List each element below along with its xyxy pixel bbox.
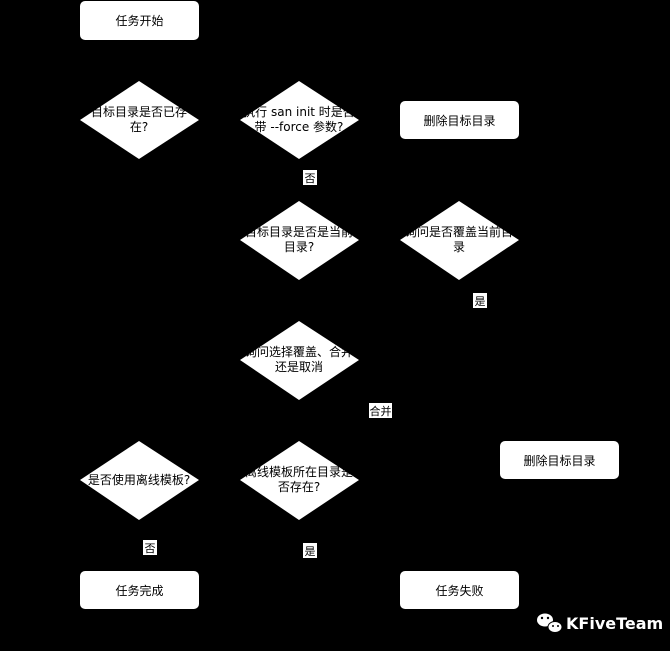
target-exists-line-1: 目标目录是否已存 — [91, 105, 187, 119]
edge-label-merge: 合并 — [369, 403, 392, 418]
force-flag-line-1: 执行 san init 时是否 — [243, 105, 355, 119]
offline-exists-decision: 离线模板所在目录是 否存在? — [240, 441, 359, 520]
svg-text:否: 否 — [305, 172, 316, 185]
use-offline-decision: 是否使用离线模板? — [80, 441, 199, 520]
svg-text:合并: 合并 — [370, 404, 392, 418]
is-current-dir-decision: 目标目录是否是当前 目录? — [240, 201, 359, 280]
fail-label: 任务失败 — [435, 583, 483, 598]
delete-dir-label-1: 删除目标目录 — [423, 113, 495, 128]
svg-text:是: 是 — [475, 295, 486, 308]
ask-overwrite-decision: 询问是否覆盖当前目 录 — [400, 201, 519, 280]
ask-choice-line-1: 询问选择覆盖、合并 — [245, 344, 353, 359]
fail-node: 任务失败 — [400, 571, 519, 609]
ask-overwrite-line-2: 录 — [453, 240, 465, 254]
done-node: 任务完成 — [80, 571, 199, 609]
edge-label-no-2: 否 — [143, 540, 157, 555]
delete-dir-label-2: 删除目标目录 — [523, 453, 595, 468]
watermark-text: KFiveTeam — [566, 614, 663, 633]
delete-dir-node-1: 删除目标目录 — [400, 101, 519, 139]
offline-exists-line-1: 离线模板所在目录是 — [245, 464, 353, 479]
force-flag-decision: 执行 san init 时是否 带 --force 参数? — [240, 81, 359, 159]
use-offline-label: 是否使用离线模板? — [88, 472, 190, 487]
svg-text:是: 是 — [305, 545, 316, 558]
target-exists-decision: 目标目录是否已存 在? — [80, 81, 199, 159]
ask-choice-decision: 询问选择覆盖、合并 还是取消 — [240, 321, 359, 400]
start-label: 任务开始 — [115, 13, 163, 28]
svg-text:否: 否 — [145, 542, 156, 555]
is-current-dir-line-1: 目标目录是否是当前 — [245, 224, 353, 239]
edge-label-no-1: 否 — [303, 170, 317, 185]
delete-dir-node-2: 删除目标目录 — [500, 441, 619, 479]
ask-choice-line-2: 还是取消 — [275, 360, 323, 374]
target-exists-line-2: 在? — [130, 120, 148, 134]
edge-label-yes-2: 是 — [303, 543, 317, 558]
done-label: 任务完成 — [115, 583, 163, 598]
force-flag-line-2: 带 --force 参数? — [255, 119, 344, 134]
is-current-dir-line-2: 目录? — [284, 240, 314, 254]
edge-label-yes-1: 是 — [473, 293, 487, 308]
watermark: KFiveTeam — [537, 613, 663, 633]
ask-overwrite-line-1: 询问是否覆盖当前目 — [405, 224, 513, 239]
offline-exists-line-2: 否存在? — [278, 480, 320, 494]
start-node: 任务开始 — [80, 1, 199, 40]
wechat-icon — [537, 613, 563, 633]
